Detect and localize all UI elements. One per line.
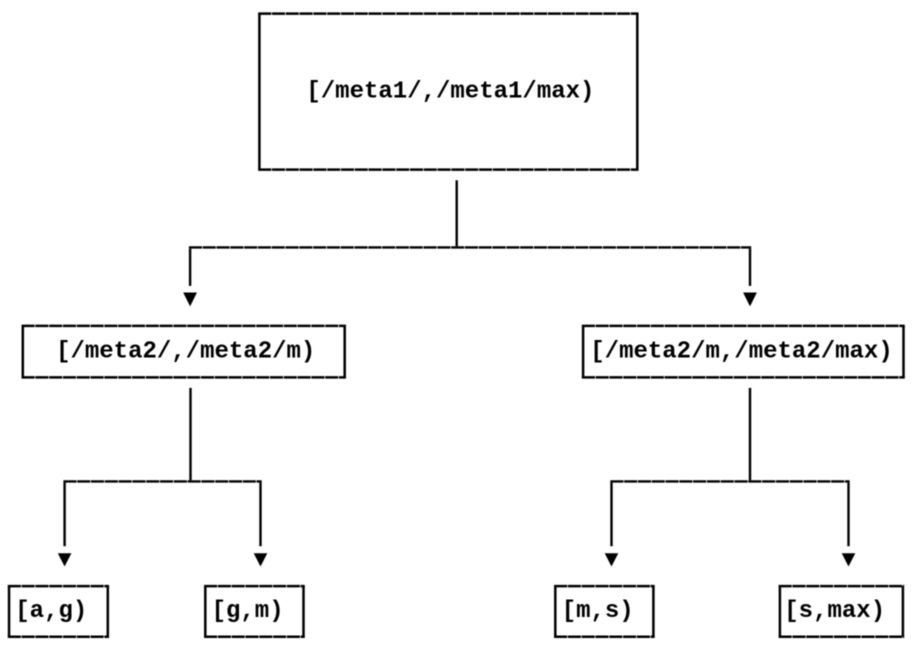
svg-text:[/meta1/,/meta1/max): [/meta1/,/meta1/max) (306, 79, 594, 106)
svg-text:[/meta2/m,/meta2/max): [/meta2/m,/meta2/max) (590, 339, 892, 366)
svg-text:[m,s): [m,s) (562, 598, 634, 625)
svg-text:[s,max): [s,max) (784, 598, 885, 625)
svg-text:[a,g): [a,g) (15, 598, 87, 625)
svg-text:[g,m): [g,m) (212, 598, 284, 625)
svg-text:[/meta2/,/meta2/m): [/meta2/,/meta2/m) (56, 339, 315, 366)
